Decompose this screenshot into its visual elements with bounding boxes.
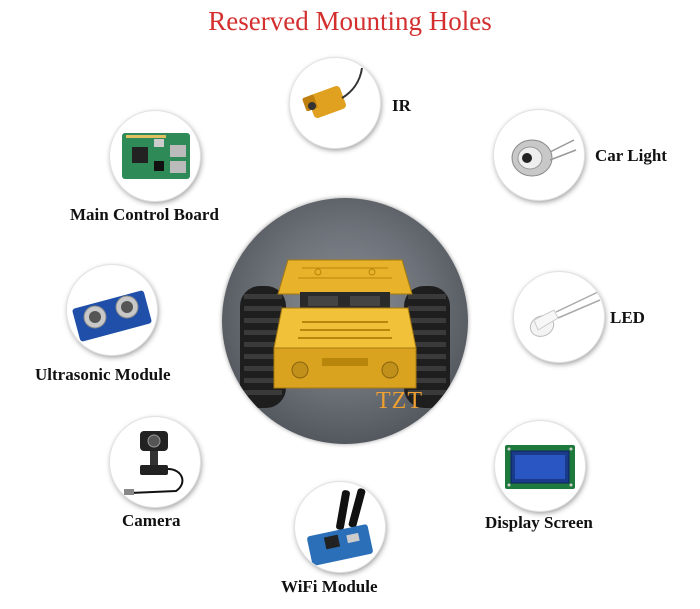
- display-screen-circle: [495, 421, 585, 511]
- wifi-module-label: WiFi Module: [281, 577, 378, 596]
- tank-chassis-photo: [222, 198, 468, 444]
- ir-sensor-icon: [302, 67, 363, 118]
- camera-circle: [110, 417, 200, 507]
- webcam-icon: [124, 431, 184, 495]
- watermark: TZT: [376, 388, 423, 414]
- ir-label: IR: [392, 96, 411, 115]
- page-title: Reserved Mounting Holes: [208, 6, 492, 36]
- ultrasonic-sensor-icon: [72, 290, 152, 342]
- ultrasonic-module-label: Ultrasonic Module: [35, 365, 171, 384]
- control-board-circle: [110, 111, 200, 201]
- tank-chassis-icon: [240, 259, 450, 408]
- car-light-icon: [511, 139, 577, 177]
- wifi-board-icon: [307, 488, 373, 566]
- control-board-icon: [122, 133, 190, 179]
- wifi-module-circle: [295, 482, 385, 572]
- car-light-circle: [494, 110, 584, 200]
- led-circle: [514, 272, 604, 362]
- main-control-board-label: Main Control Board: [70, 205, 219, 224]
- ir-sensor-circle: [290, 58, 380, 148]
- lcd-screen-icon: [505, 445, 575, 489]
- display-screen-label: Display Screen: [485, 513, 593, 532]
- camera-label: Camera: [122, 511, 181, 530]
- led-label: LED: [610, 308, 645, 327]
- led-icon: [529, 291, 601, 337]
- ultrasonic-circle: [67, 265, 157, 355]
- car-light-label: Car Light: [595, 146, 667, 165]
